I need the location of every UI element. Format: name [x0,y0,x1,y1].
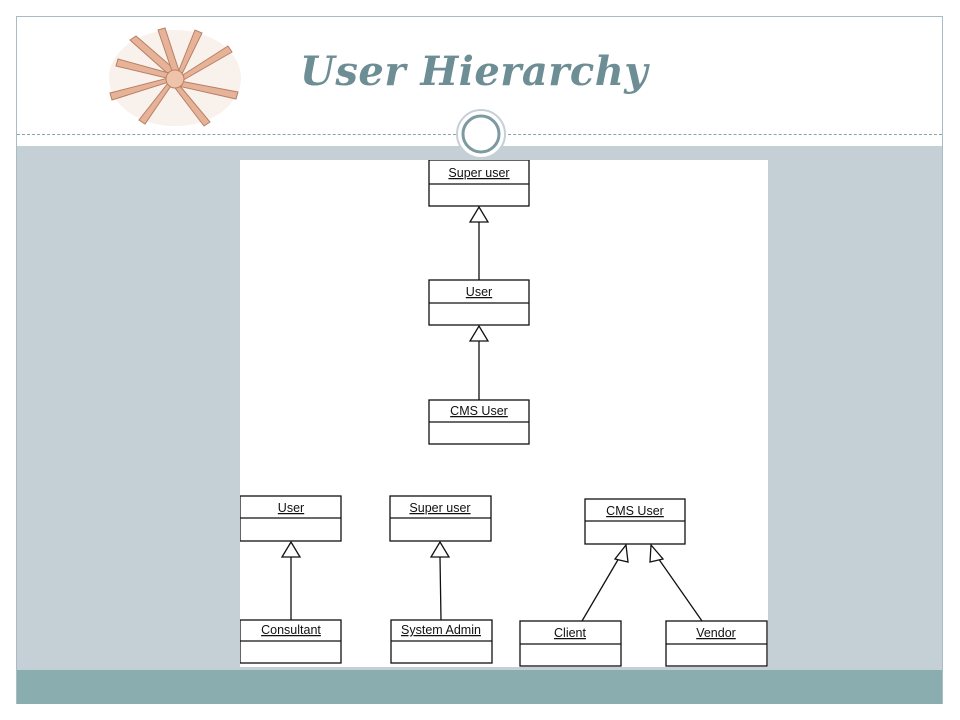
footer-band [17,670,942,704]
inheritance-arrow [649,543,665,563]
inheritance-arrow [468,324,490,342]
uml-label-system-admin: System Admin [401,623,481,637]
joined-hands-logo-icon [100,22,250,130]
uml-label-cms-user-bottom: CMS User [606,504,664,518]
inheritance-arrow [468,205,490,223]
inheritance-arrow [280,540,302,558]
uml-box-super-user-bottom [389,495,492,542]
connector-client-to-cms-user [581,557,620,622]
uml-label-cms-user-top: CMS User [450,404,508,418]
uml-box-client [519,620,622,667]
uml-label-user-top: User [466,285,492,299]
circle-ring-ornament-icon [455,108,507,160]
connector-vendor-to-cms-user [657,557,703,622]
uml-label-client: Client [554,626,586,640]
uml-box-user-bottom [239,495,342,542]
uml-box-vendor [665,620,768,667]
uml-label-user-bottom: User [278,501,304,515]
inheritance-arrow [429,540,451,558]
uml-label-super-user-top: Super user [448,166,509,180]
uml-label-super-user-bottom: Super user [409,501,470,515]
uml-box-system-admin [390,619,493,664]
uml-box-cms-user-bottom [584,498,686,545]
inheritance-arrow [613,543,629,563]
connector-system-admin-to-super-user [439,556,442,621]
page-title: User Hierarchy [300,48,649,95]
uml-label-vendor: Vendor [696,626,736,640]
uml-diagram-panel: Super user User CMS User User Consultant… [239,159,768,667]
uml-label-consultant: Consultant [261,623,321,637]
